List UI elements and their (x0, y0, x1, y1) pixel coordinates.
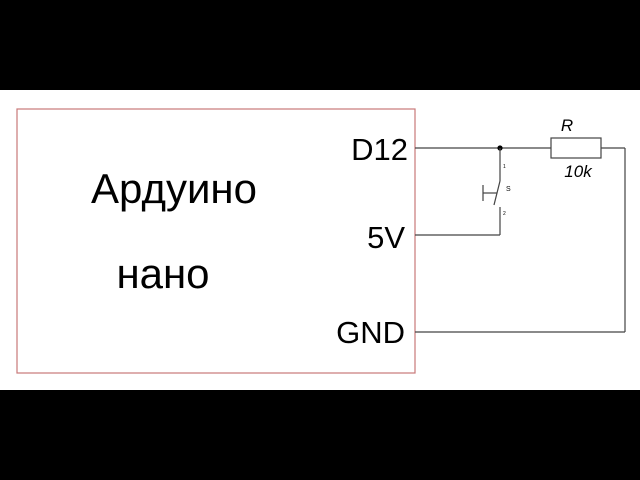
pin-label-gnd: GND (336, 315, 405, 350)
bottom-letterbox (0, 390, 640, 480)
resistor-value: 10k (564, 162, 593, 181)
board-title-line1: Ардуино (91, 165, 257, 212)
pin-label-5v: 5V (367, 220, 405, 255)
top-letterbox (0, 0, 640, 90)
switch-pin1-label: 1 (503, 164, 506, 170)
arduino-board-outline (16, 108, 416, 374)
diagram-area (0, 90, 640, 390)
board-title-line2: нано (116, 250, 209, 297)
resistor-body (550, 137, 602, 159)
pin-label-d12: D12 (351, 132, 408, 167)
switch-label: S (506, 186, 511, 193)
resistor-label: R (561, 116, 573, 135)
push-button-switch (482, 148, 501, 235)
switch-pin2-label: 2 (503, 211, 506, 217)
